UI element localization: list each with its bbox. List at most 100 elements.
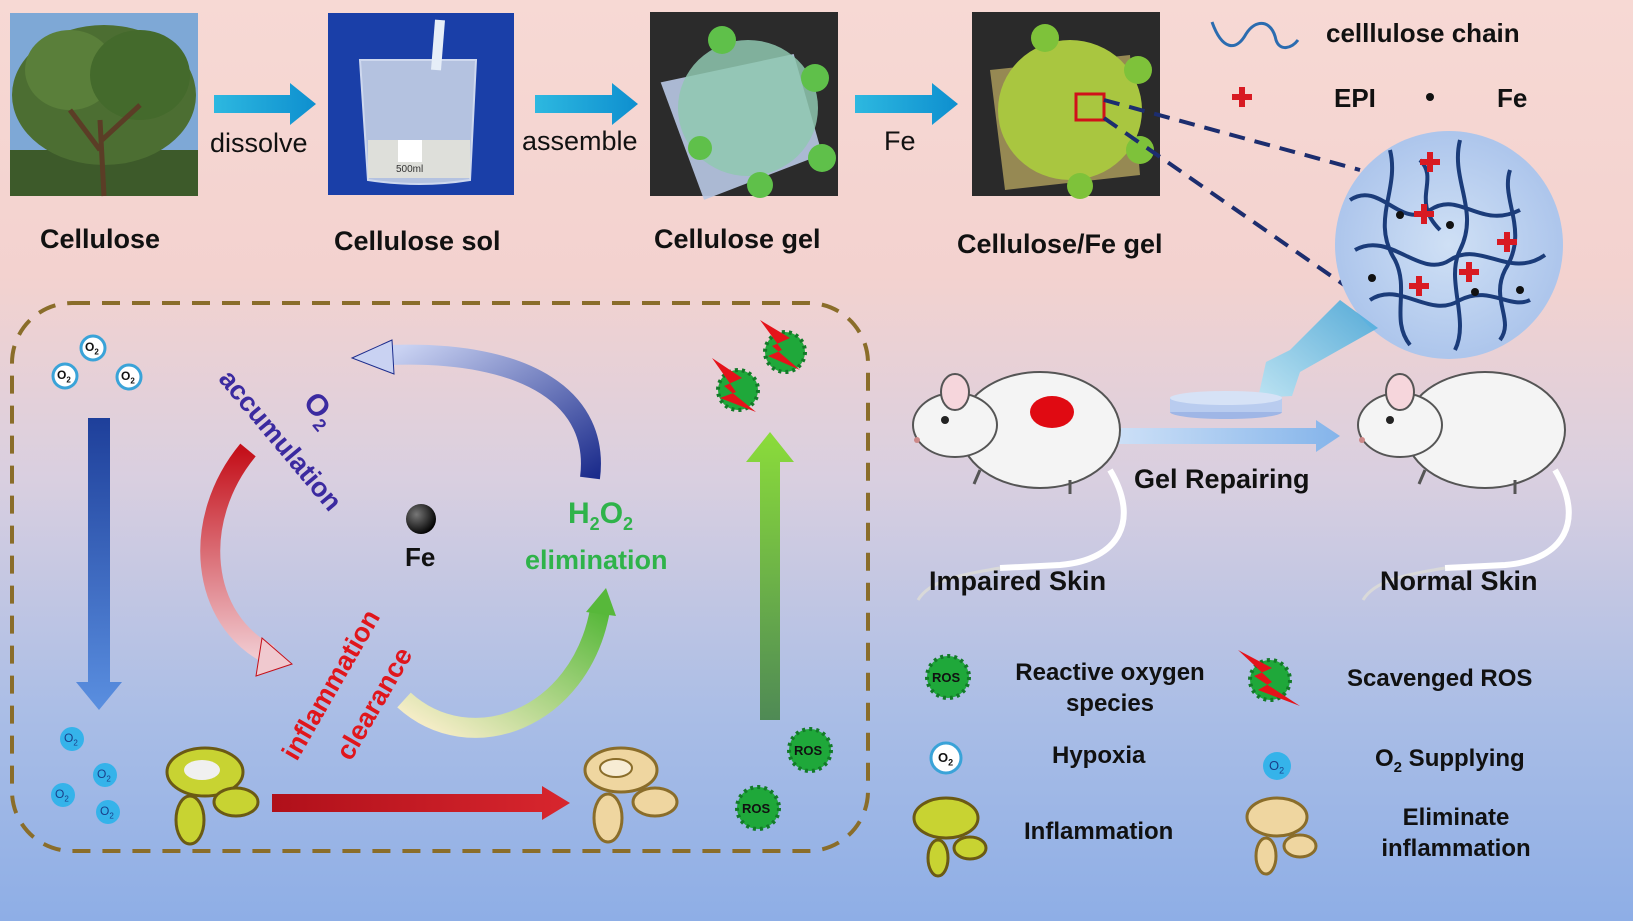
o2-main: O <box>1269 758 1280 773</box>
fe-center-ball <box>406 504 436 534</box>
legend-epi: EPI <box>1334 83 1376 113</box>
step-label-cellulose-gel: Cellulose gel <box>654 224 821 254</box>
legend-inflammation-label: Inflammation <box>1024 818 1174 845</box>
normal-skin-mouse <box>1357 371 1572 601</box>
legend-o2-supply-label: O2 Supplying <box>1375 745 1525 776</box>
o2-sub: 2 <box>66 375 71 385</box>
legend-ros-line1: Reactive oxygen <box>1015 659 1205 686</box>
inflammation-curve-arrow <box>200 443 293 677</box>
fe-center-label: Fe <box>405 542 436 572</box>
gel-application-beam <box>1258 300 1378 398</box>
o2-main: O <box>100 804 110 818</box>
h2o2-curve-arrow <box>397 588 616 738</box>
inflammation-cells-active <box>165 746 260 846</box>
o2-sub: 2 <box>1279 765 1285 776</box>
scavenged-ros-particles <box>712 320 807 412</box>
legend-hypoxia-o2-text: O2 <box>938 750 953 768</box>
gel-disk <box>1170 391 1282 419</box>
hydrogel-network-circle <box>1335 131 1563 359</box>
supplied-o2-text-1: O2 <box>64 731 78 747</box>
legend-fe: Fe <box>1497 83 1528 113</box>
supplied-o2-bubbles <box>51 727 120 824</box>
legend-scavenged-icon <box>1238 650 1300 706</box>
ros-particles <box>735 727 833 831</box>
legend-scavenged-label: Scavenged ROS <box>1347 665 1533 692</box>
o2-sub: 2 <box>106 774 111 784</box>
o2-sub: 2 <box>130 376 135 386</box>
o2-supply-rest: Supplying <box>1402 745 1525 772</box>
zoom-lines <box>1102 98 1362 298</box>
o2-main: O <box>121 369 131 383</box>
beaker-volume-mark: 500ml <box>396 164 424 175</box>
arrow-label-assemble: assemble <box>522 126 638 156</box>
cellulose-gel-photo <box>650 12 838 200</box>
hypoxia-down-arrow <box>76 418 122 710</box>
cellulose-tree-photo <box>10 13 198 197</box>
h2o2-label: H2O2 <box>568 497 633 535</box>
step-label-cellulose: Cellulose <box>40 224 161 254</box>
hypoxia-o2-text-2: O2 <box>57 368 71 384</box>
gel-repairing-label: Gel Repairing <box>1134 464 1310 494</box>
inflammation-cells-eliminated <box>583 746 679 844</box>
hypoxia-o2-text-1: O2 <box>85 340 99 356</box>
legend-hypoxia-icon <box>929 741 963 775</box>
h2o2-elimination-word: elimination <box>525 545 668 575</box>
legend-cellulose-chain: celllulose chain <box>1326 18 1520 48</box>
legend-hypoxia-label: Hypoxia <box>1052 742 1146 769</box>
supplied-o2-text-3: O2 <box>55 787 69 803</box>
supplied-o2-text-4: O2 <box>100 804 114 820</box>
h2o2-o: O <box>599 497 624 530</box>
legend-ros-badge-text: ROS <box>932 670 961 685</box>
supplied-o2-text-2: O2 <box>97 767 111 783</box>
o2-main: O <box>57 368 67 382</box>
o2-main: O <box>55 787 65 801</box>
o2-sub: 2 <box>64 794 69 804</box>
inflammation-right-arrow <box>272 786 570 820</box>
legend-inflammation-icon <box>912 796 988 878</box>
mechanism-dashed-frame <box>10 301 870 853</box>
ros-up-arrow <box>746 432 794 720</box>
h2o2-sub1: 2 <box>589 514 600 534</box>
o2-sub: 2 <box>94 347 99 357</box>
normal-skin-label: Normal Skin <box>1380 566 1538 596</box>
o2-sub: 2 <box>109 811 114 821</box>
legend-eliminate-line2: inflammation <box>1381 835 1531 862</box>
step-label-cellulose-sol: Cellulose sol <box>334 226 501 256</box>
hypoxia-o2-text-3: O2 <box>121 369 135 385</box>
o2-main: O <box>85 340 95 354</box>
impaired-skin-mouse <box>912 371 1127 601</box>
legend-ros-label: Reactive oxygen species <box>1008 657 1212 719</box>
arrow-label-fe: Fe <box>884 126 916 156</box>
step-arrow-fe <box>855 83 958 125</box>
step-label-cellulose-fe-gel: Cellulose/Fe gel <box>957 229 1163 259</box>
cellulose-sol-beaker-photo <box>328 13 514 195</box>
o2-supply-main: O <box>1375 745 1394 772</box>
legend-ros-icon <box>925 654 971 700</box>
impaired-skin-label: Impaired Skin <box>929 566 1107 596</box>
epi-legend-icon <box>1232 87 1252 107</box>
o2-sub: 2 <box>73 738 78 748</box>
legend-eliminate-icon <box>1245 796 1318 876</box>
ros-badge-text-2: ROS <box>742 801 771 816</box>
o2-main: O <box>97 767 107 781</box>
hypoxia-o2-bubbles <box>51 334 143 391</box>
legend-o2-supply-o2-text: O2 <box>1269 758 1284 776</box>
legend-eliminate-label: Eliminate inflammation <box>1370 802 1542 864</box>
ros-badge-text-1: ROS <box>794 743 823 758</box>
o2-supply-sub: 2 <box>1393 758 1403 776</box>
step-arrow-assemble <box>535 83 638 125</box>
legend-eliminate-line1: Eliminate <box>1402 804 1510 831</box>
fe-legend-dot-icon <box>1426 93 1434 101</box>
legend-o2-supply-icon <box>1263 752 1291 780</box>
o2-sub: 2 <box>948 757 954 768</box>
cellulose-chain-legend-icon <box>1210 21 1300 49</box>
h2o2-sub2: 2 <box>623 514 634 534</box>
h2o2-h: H <box>568 497 590 530</box>
o2-main: O <box>938 750 949 765</box>
step-arrow-dissolve <box>214 83 316 125</box>
legend-ros-line2: species <box>1065 690 1155 717</box>
o2-curve-arrow <box>350 339 601 480</box>
o2-main: O <box>64 731 74 745</box>
